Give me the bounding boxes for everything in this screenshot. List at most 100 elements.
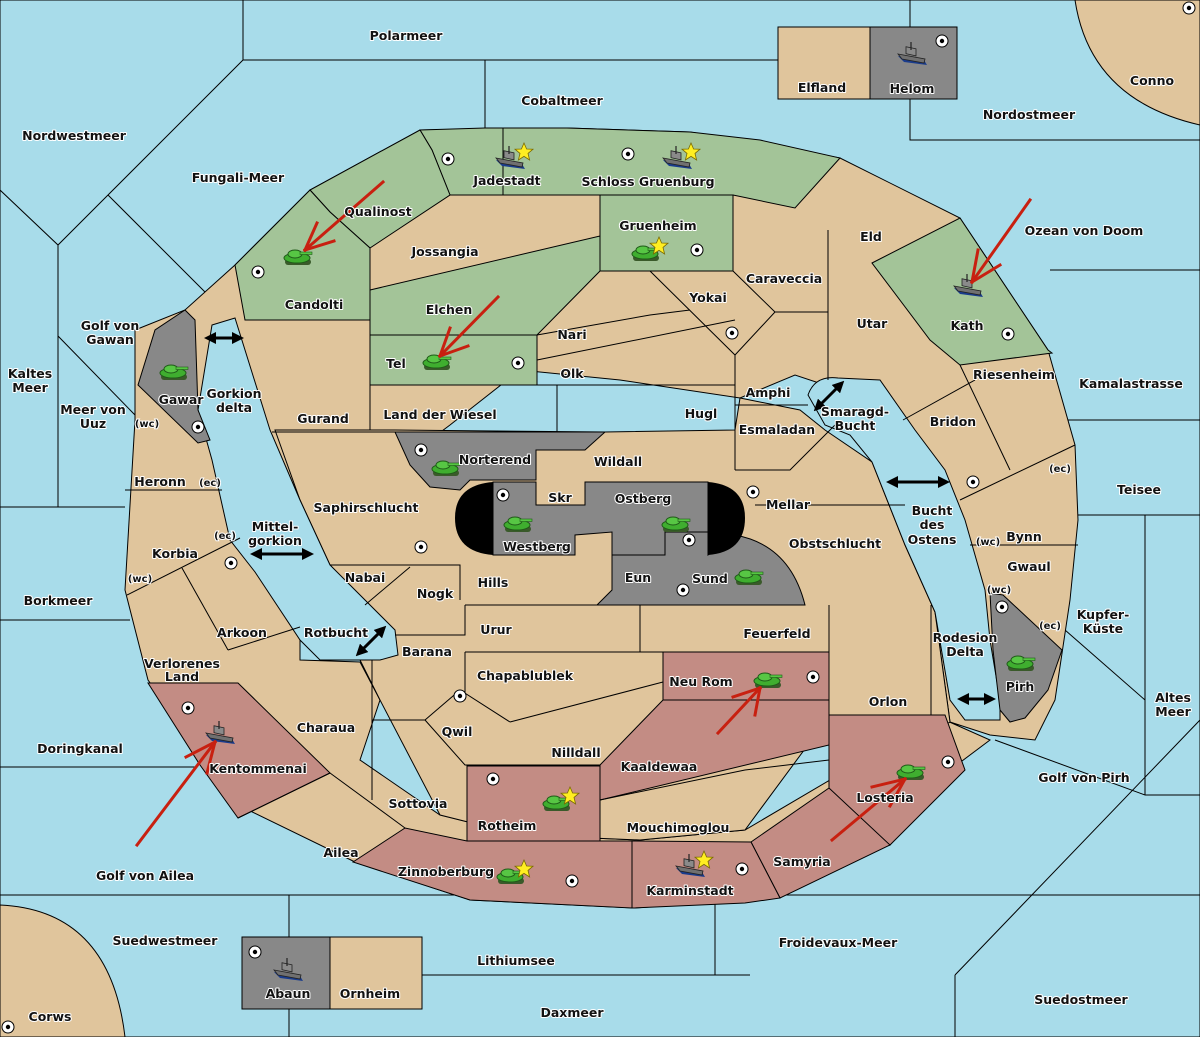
supply-center-icon bbox=[251, 265, 265, 279]
supply-center-icon bbox=[486, 772, 500, 786]
territory-label-gawar: Gawar bbox=[159, 392, 205, 407]
territory-label-abaun: Abaun bbox=[266, 986, 311, 1001]
territory-label-saphir: Saphirschlucht bbox=[314, 500, 419, 515]
territory-label-amphi: Amphi bbox=[746, 385, 791, 400]
army-tank-icon[interactable] bbox=[431, 460, 461, 477]
territory-pirh[interactable] bbox=[989, 592, 1063, 723]
sea-label-ozean: Ozean von Doom bbox=[1025, 223, 1144, 238]
army-tank-icon[interactable] bbox=[503, 516, 533, 533]
supply-center-icon bbox=[1001, 327, 1015, 341]
territory-label-ostberg: Ostberg bbox=[615, 491, 672, 506]
territory-label-kaaldewaa: Kaaldewaa bbox=[621, 759, 698, 774]
sea-label-golf-pirh: Golf von Pirh bbox=[1038, 770, 1129, 785]
territory-label-nogk: Nogk bbox=[417, 586, 454, 601]
sea-label-kupfer: Kupfer-Küste bbox=[1077, 607, 1130, 636]
territory-label-sund: Sund bbox=[692, 571, 728, 586]
army-tank-icon[interactable] bbox=[734, 569, 764, 586]
territory-label-eld: Eld bbox=[860, 229, 882, 244]
territory-schloss-gruenburg[interactable] bbox=[502, 127, 841, 209]
supply-center-icon bbox=[746, 485, 760, 499]
territory-label-yokai: Yokai bbox=[688, 290, 727, 305]
impassable-east bbox=[708, 482, 745, 555]
sea-label-cobaltmeer: Cobaltmeer bbox=[521, 93, 603, 108]
supply-center-icon bbox=[621, 147, 635, 161]
sea-label-nordwestmeer: Nordwestmeer bbox=[22, 128, 127, 143]
supply-center-icon bbox=[1182, 1, 1196, 15]
territory-label-feuerfeld: Feuerfeld bbox=[743, 626, 810, 641]
territory-label-elfland: Elfland bbox=[798, 80, 846, 95]
territory-label-sottovia: Sottovia bbox=[389, 796, 448, 811]
supply-center-icon bbox=[935, 34, 949, 48]
supply-center-icon bbox=[181, 701, 195, 715]
sea-label-polarmeer: Polarmeer bbox=[370, 28, 444, 43]
territory-gruenheim[interactable] bbox=[599, 194, 734, 272]
coast-label: (ec) bbox=[214, 531, 236, 542]
territory-ornheim[interactable] bbox=[329, 936, 423, 1010]
territory-label-corws: Corws bbox=[29, 1009, 72, 1024]
territory-label-heronn: Heronn bbox=[134, 474, 186, 489]
army-tank-icon[interactable] bbox=[661, 516, 691, 533]
supply-center-icon bbox=[414, 443, 428, 457]
coast-label: (wc) bbox=[128, 574, 152, 585]
army-tank-icon[interactable] bbox=[1006, 655, 1036, 672]
impassable-west bbox=[455, 482, 493, 555]
supply-center-icon bbox=[690, 243, 704, 257]
connection-arrow-smaragd bbox=[813, 380, 845, 412]
land-boundaries bbox=[125, 230, 1078, 829]
sea-label-smaragd: Smaragd-Bucht bbox=[821, 404, 889, 433]
territory-label-samyria: Samyria bbox=[773, 854, 831, 869]
coast-label: (wc) bbox=[976, 537, 1000, 548]
supply-center-icon bbox=[248, 945, 262, 959]
territory-corws[interactable] bbox=[0, 904, 126, 1037]
supply-center-icon bbox=[441, 152, 455, 166]
sea-label-doringkanal: Doringkanal bbox=[37, 741, 123, 756]
green-power-territories bbox=[234, 127, 1054, 386]
sea-gorkion-channel[interactable] bbox=[197, 317, 399, 661]
sea-label-lithiumsee: Lithiumsee bbox=[477, 953, 555, 968]
coast-label: (wc) bbox=[987, 585, 1011, 596]
supply-center-icon bbox=[676, 583, 690, 597]
territory-label-wildall: Wildall bbox=[594, 454, 642, 469]
sea-label-daxmeer: Daxmeer bbox=[540, 1005, 604, 1020]
territory-label-zinnoberburg: Zinnoberburg bbox=[398, 864, 494, 879]
territory-label-norterend: Norterend bbox=[459, 452, 531, 467]
order-arrow-samyria-losteria bbox=[829, 776, 908, 843]
army-tank-icon[interactable] bbox=[283, 249, 313, 266]
territory-label-ornheim: Ornheim bbox=[340, 986, 400, 1001]
supply-center-icon bbox=[453, 689, 467, 703]
sea-label-froidevaux: Froidevaux-Meer bbox=[779, 935, 898, 950]
territory-label-nabai: Nabai bbox=[345, 570, 386, 585]
territory-label-schloss: Schloss Gruenburg bbox=[581, 174, 714, 189]
territory-label-mouchimoglou: Mouchimoglou bbox=[627, 820, 730, 835]
coast-label: (ec) bbox=[1049, 464, 1071, 475]
territory-label-kentommenai: Kentommenai bbox=[209, 761, 307, 776]
territory-label-bridon: Bridon bbox=[930, 414, 976, 429]
territory-label-elchen: Elchen bbox=[426, 302, 473, 317]
territory-label-ailea: Ailea bbox=[323, 845, 358, 860]
supply-center-icon bbox=[941, 755, 955, 769]
sea-label-borkmeer: Borkmeer bbox=[24, 593, 94, 608]
supply-center-icon bbox=[682, 533, 696, 547]
army-tank-icon[interactable] bbox=[896, 764, 926, 781]
territory-label-nilldall: Nilldall bbox=[551, 745, 600, 760]
territory-karminstadt[interactable] bbox=[631, 840, 781, 909]
order-arrows bbox=[134, 179, 1033, 848]
territory-label-olk: Olk bbox=[560, 366, 584, 381]
territory-label-riesenheim: Riesenheim bbox=[973, 367, 1055, 382]
territory-label-charaua: Charaua bbox=[297, 720, 355, 735]
territory-label-barana: Barana bbox=[402, 644, 452, 659]
territory-conno[interactable] bbox=[1074, 0, 1200, 126]
sea-label-teisee: Teisee bbox=[1117, 482, 1161, 497]
army-tank-icon[interactable] bbox=[753, 672, 783, 689]
supply-center-icon bbox=[995, 600, 1009, 614]
army-tank-icon[interactable] bbox=[159, 364, 189, 381]
territory-label-urur: Urur bbox=[480, 622, 512, 637]
territory-elfland[interactable] bbox=[777, 26, 871, 100]
army-tank-icon[interactable] bbox=[422, 354, 452, 371]
coast-label: (ec) bbox=[199, 478, 221, 489]
sea-label-fungali: Fungali-Meer bbox=[192, 170, 285, 185]
